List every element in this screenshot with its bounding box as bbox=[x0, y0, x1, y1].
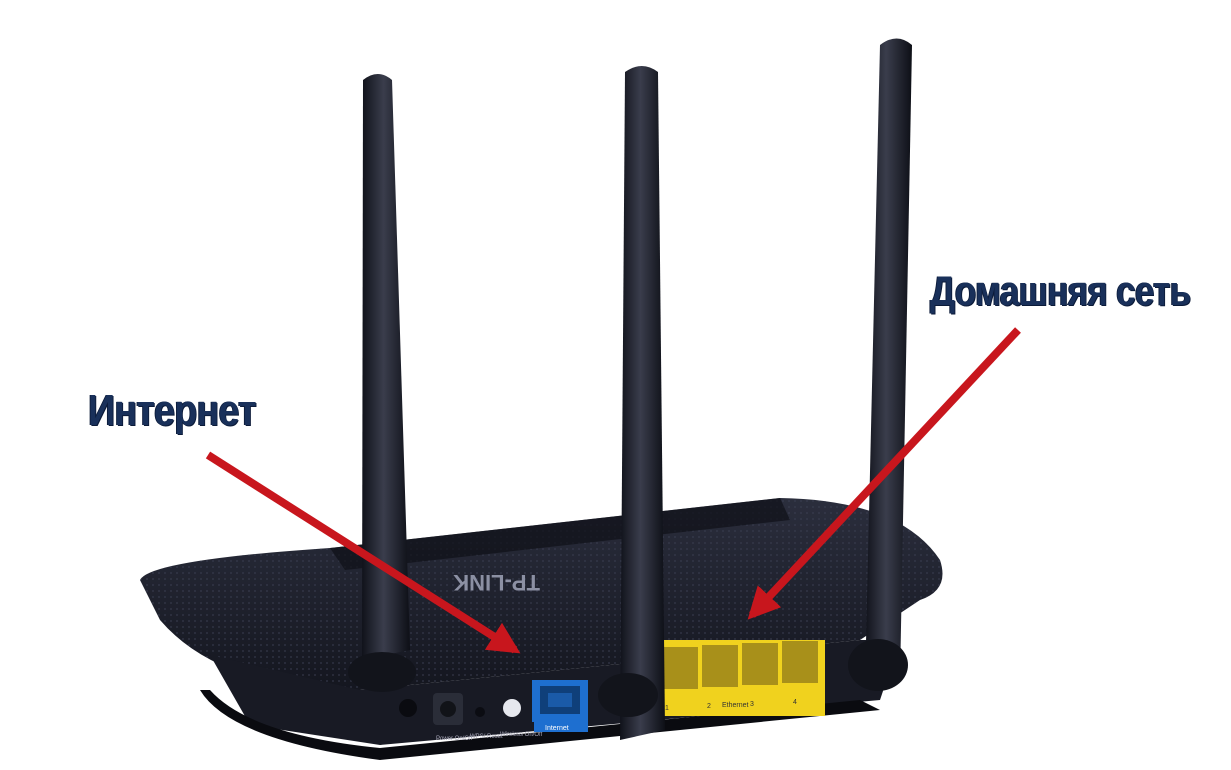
internet-label: Интернет bbox=[88, 386, 257, 435]
button-label: Wireless On/Off bbox=[500, 732, 543, 738]
wan-port: Internet bbox=[532, 680, 588, 732]
brand-logo: TP-LINK bbox=[453, 570, 540, 595]
port-number: 4 bbox=[793, 699, 797, 706]
button-label: WPS/ Reset bbox=[470, 734, 503, 740]
antenna-middle bbox=[598, 66, 665, 740]
port-number: 1 bbox=[665, 705, 669, 712]
internet-arrow bbox=[205, 451, 521, 654]
wan-port-label: Internet bbox=[545, 725, 569, 732]
antenna-right bbox=[848, 38, 912, 691]
ethernet-label: Ethernet bbox=[722, 702, 749, 709]
antenna-left bbox=[348, 74, 416, 692]
home-network-label: Домашняя сеть bbox=[930, 267, 1191, 314]
power-jack bbox=[399, 699, 417, 717]
button-label: Power On/Off bbox=[436, 736, 473, 742]
home-network-arrow bbox=[747, 327, 1021, 620]
wireless-toggle-button bbox=[503, 699, 521, 717]
lan-ports: 1 2 Ethernet 3 4 bbox=[655, 640, 825, 716]
wps-reset-button bbox=[475, 707, 485, 717]
port-number: 3 bbox=[750, 701, 754, 708]
rear-buttons: Power On/Off WPS/ Reset Wireless On/Off bbox=[399, 693, 543, 742]
port-number: 2 bbox=[707, 703, 711, 710]
